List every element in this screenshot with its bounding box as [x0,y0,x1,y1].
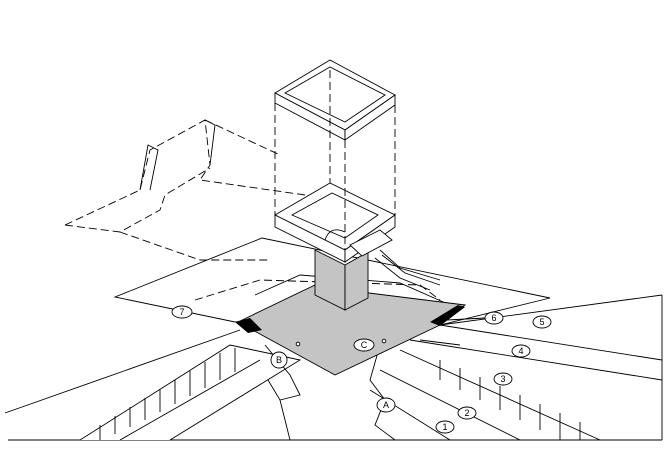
post-right-face [344,251,369,311]
callout-1: 1 [435,420,455,434]
column-cap [274,59,396,250]
svg-text:1: 1 [442,422,447,432]
callout-2: 2 [457,406,477,420]
callout-a: A [376,397,396,413]
svg-text:2: 2 [464,408,469,418]
right-roof-sheets [369,294,663,441]
svg-text:4: 4 [518,346,523,356]
callout-7: 7 [171,305,193,319]
callout-3: 3 [493,372,513,386]
svg-text:7: 7 [179,307,184,317]
svg-text:A: A [383,400,389,410]
callout-b: B [270,351,288,369]
svg-text:6: 6 [491,313,496,323]
left-roof-sheets [4,329,302,441]
callout-4: 4 [511,344,531,358]
svg-text:C: C [361,340,368,350]
svg-text:3: 3 [500,374,505,384]
callout-c: C [353,338,375,352]
seal-right [430,305,465,326]
seal-left [235,318,262,333]
callout-5: 5 [532,315,552,329]
svg-text:5: 5 [539,317,544,327]
svg-text:B: B [276,355,282,365]
callout-6: 6 [484,311,504,325]
gutter-outline [64,119,341,261]
collar-box [274,182,441,291]
